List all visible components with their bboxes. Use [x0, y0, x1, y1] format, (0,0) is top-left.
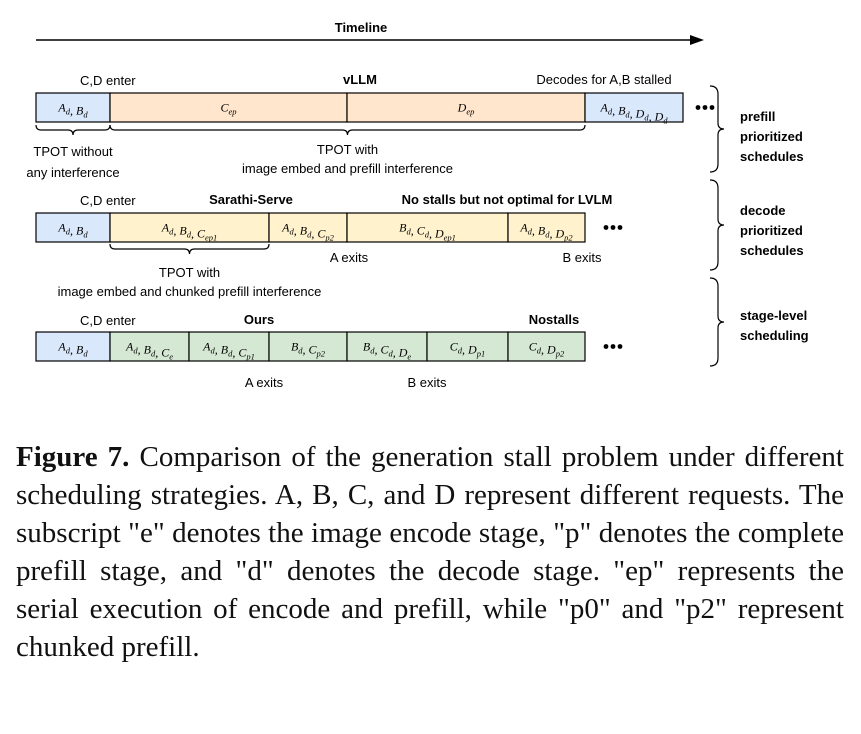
schedule-cell — [188, 331, 270, 362]
schedule-cell — [109, 212, 270, 243]
group-brace — [709, 85, 725, 173]
cell-label: Ad, Bd, Ce — [125, 340, 173, 362]
schedule-cell — [35, 212, 111, 243]
row-vllm: vLLM C,D enter Decodes for A,B stalledAd, … — [26, 72, 715, 180]
group-brace — [709, 277, 725, 367]
schedule-cell — [507, 212, 586, 243]
dot — [610, 225, 616, 230]
enter-label: C,D enter — [80, 73, 136, 88]
exit-label: A exits — [245, 375, 284, 390]
schedule-group: prefill prioritized schedules — [709, 85, 804, 173]
cell-label: Ad, Bd, Cp1 — [202, 340, 255, 362]
cell-label: Ad, Bd, Dp2 — [519, 221, 573, 243]
schedule-cell — [507, 331, 586, 362]
bracket — [109, 243, 270, 255]
dot — [617, 225, 623, 230]
timeline-arrow-head — [690, 35, 704, 45]
row-title: Ours — [244, 312, 274, 327]
status-note: No stalls but not optimal for LVLM — [402, 192, 613, 207]
figure-caption: Figure 7. Comparison of the generation s… — [16, 438, 844, 666]
schedule-cell — [109, 92, 348, 123]
cell-label: Ad, Bd, Cp2 — [281, 221, 334, 243]
schedule-cell — [268, 331, 348, 362]
schedule-cell — [584, 92, 684, 123]
group-label: prioritized — [740, 129, 803, 144]
dot — [709, 105, 715, 110]
cell-label: Ad, Bd — [57, 340, 88, 359]
enter-label: C,D enter — [80, 313, 136, 328]
row-title: Sarathi-Serve — [209, 192, 293, 207]
group-label: scheduling — [740, 328, 809, 343]
schedule-cell — [109, 331, 190, 362]
enter-label: C,D enter — [80, 193, 136, 208]
caption-label: Figure 7. — [16, 441, 130, 473]
group-label: schedules — [740, 149, 804, 164]
continuation-dots — [603, 344, 623, 349]
cell-label: Dep — [457, 101, 475, 117]
bracket-label: TPOT with — [317, 142, 378, 157]
schedule-cell — [346, 92, 586, 123]
cell-label: Ad, Bd — [57, 101, 88, 120]
status-note: Decodes for A,B stalled — [536, 72, 671, 87]
group-label: stage-level — [740, 308, 807, 323]
bracket — [109, 124, 586, 136]
exit-label: B exits — [562, 250, 602, 265]
bracket-label: any interference — [26, 165, 119, 180]
continuation-dots — [695, 105, 715, 110]
bracket-label: image embed and chunked prefill interfer… — [58, 284, 322, 299]
schedule-group: decode prioritized schedules — [709, 179, 804, 271]
exit-label: B exits — [407, 375, 447, 390]
cell-label: Cd, Dp2 — [529, 340, 565, 359]
group-label: decode — [740, 203, 786, 218]
dot — [603, 225, 609, 230]
schedule-cell — [35, 331, 111, 362]
cell-label: Bd, Cd, Dep1 — [399, 221, 456, 243]
caption-text: Comparison of the generation stall probl… — [16, 441, 844, 663]
dot — [695, 105, 701, 110]
dot — [702, 105, 708, 110]
dot — [617, 344, 623, 349]
scheduling-diagram: Timeline vLLM C,D enter Decodes for A,B sta… — [26, 20, 809, 390]
cell-label: Ad, Bd, Cep1 — [161, 221, 217, 243]
bracket-label: TPOT without — [33, 144, 113, 159]
cell-label: Ad, Bd, Dd, Dd — [599, 101, 668, 126]
bracket-label: image embed and prefill interference — [242, 161, 453, 176]
dot — [610, 344, 616, 349]
bracket — [35, 124, 111, 136]
schedule-cell — [346, 212, 509, 243]
timeline-label: Timeline — [335, 20, 388, 35]
group-brace — [709, 179, 725, 271]
row-title: vLLM — [343, 72, 377, 87]
dot — [603, 344, 609, 349]
row-sarathi: Sarathi-Serve C,D enter No stalls but not … — [35, 192, 623, 299]
schedule-cell — [268, 212, 348, 243]
cell-label: Cep — [220, 101, 236, 117]
continuation-dots — [603, 225, 623, 230]
status-note: Nostalls — [529, 312, 580, 327]
schedule-cell — [346, 331, 428, 362]
cell-label: Ad, Bd — [57, 221, 88, 240]
schedule-group: stage-level scheduling — [709, 277, 809, 367]
cell-label: Bd, Cd, De — [363, 340, 412, 362]
bracket-label: TPOT with — [159, 265, 220, 280]
group-label: prefill — [740, 109, 775, 124]
cell-label: Cd, Dp1 — [450, 340, 485, 359]
group-label: prioritized — [740, 223, 803, 238]
exit-label: A exits — [330, 250, 369, 265]
group-label: schedules — [740, 243, 804, 258]
cell-label: Bd, Cp2 — [291, 340, 326, 359]
